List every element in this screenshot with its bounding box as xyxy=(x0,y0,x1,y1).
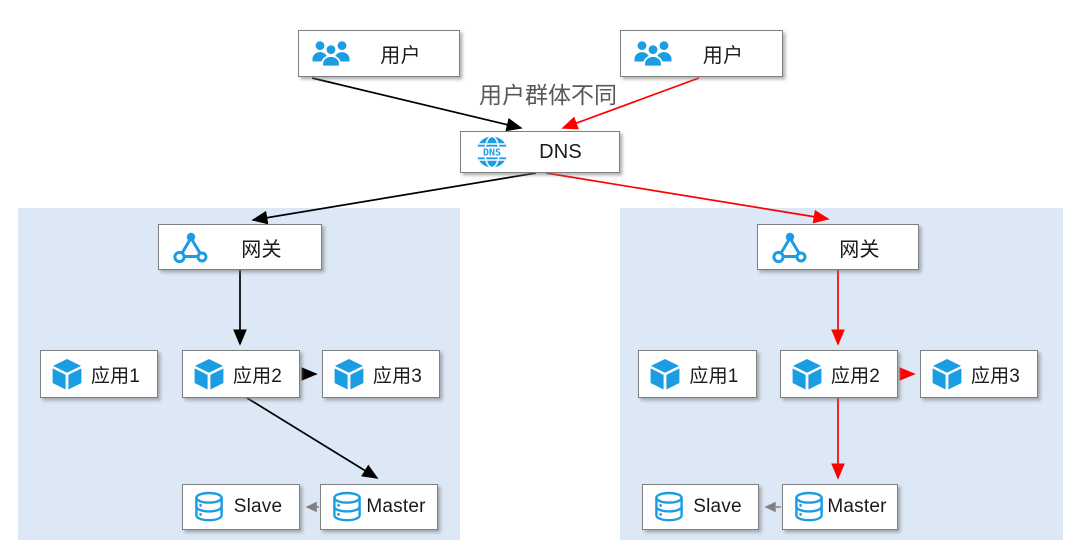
node-app3-left: 应用3 xyxy=(322,350,440,398)
node-dns: DNS xyxy=(460,131,620,173)
app-cube-icon xyxy=(52,358,82,390)
node-app1-left: 应用1 xyxy=(40,350,158,398)
gateway-network-icon xyxy=(172,230,210,264)
database-icon xyxy=(653,491,685,523)
node-app1-right: 应用1 xyxy=(638,350,757,398)
node-gateway-right: 网关 xyxy=(757,224,919,270)
node-label: 应用2 xyxy=(232,365,283,387)
app-cube-icon xyxy=(932,358,962,390)
node-master-right: Master xyxy=(782,484,898,530)
users-icon xyxy=(634,40,672,67)
node-label: Slave xyxy=(693,496,742,517)
app-cube-icon xyxy=(194,358,224,390)
node-label: 网关 xyxy=(839,238,880,261)
database-icon xyxy=(331,491,363,523)
node-app2-left: 应用2 xyxy=(182,350,300,398)
node-label: Slave xyxy=(233,496,283,517)
node-user-left: 用户 xyxy=(298,30,460,77)
node-label: 应用2 xyxy=(830,365,881,387)
node-label: 应用1 xyxy=(90,365,141,387)
node-slave-right: Slave xyxy=(642,484,759,530)
node-label: 网关 xyxy=(241,238,282,261)
node-user-right: 用户 xyxy=(620,30,783,77)
node-label: Master xyxy=(366,496,426,517)
app-cube-icon xyxy=(792,358,822,390)
database-icon xyxy=(193,491,225,523)
app-cube-icon xyxy=(334,358,364,390)
node-label: DNS xyxy=(539,140,582,163)
node-app3-right: 应用3 xyxy=(920,350,1038,398)
node-master-left: Master xyxy=(320,484,438,530)
node-label: 应用1 xyxy=(689,365,739,387)
node-label: 用户 xyxy=(380,45,421,67)
node-slave-left: Slave xyxy=(182,484,300,530)
node-label: 应用3 xyxy=(970,365,1021,387)
annotation-user-groups: 用户群体不同 xyxy=(479,82,617,108)
node-label: 应用3 xyxy=(372,365,423,387)
node-label: 用户 xyxy=(702,45,744,67)
dns-globe-icon xyxy=(474,134,510,170)
node-label: Master xyxy=(827,496,887,517)
database-icon xyxy=(793,491,825,523)
node-gateway-left: 网关 xyxy=(158,224,322,270)
gateway-network-icon xyxy=(771,230,809,264)
app-cube-icon xyxy=(650,358,680,390)
node-app2-right: 应用2 xyxy=(780,350,898,398)
users-icon xyxy=(312,40,350,67)
